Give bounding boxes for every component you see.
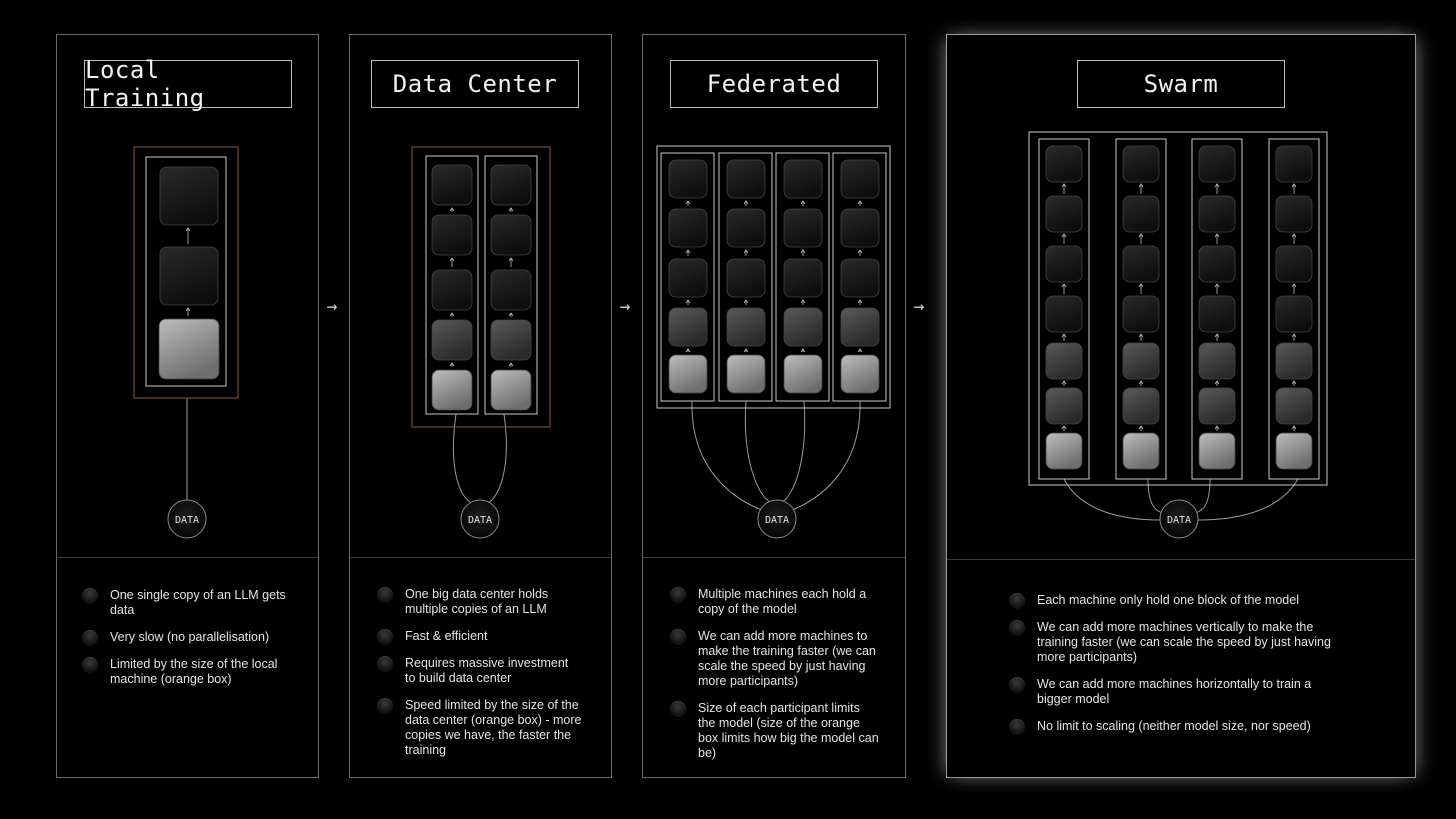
bullet-item: Limited by the size of the local machine… [82, 657, 297, 687]
bullet-icon [82, 657, 98, 673]
bullet-item: Requires massive investment to build dat… [377, 656, 582, 686]
bullet-item: Very slow (no parallelisation) [82, 630, 297, 646]
bullet-list-federated: Multiple machines each hold a copy of th… [670, 587, 880, 773]
bullet-icon [1009, 719, 1025, 735]
panel-divider [947, 559, 1415, 560]
bullet-list-local-training: One single copy of an LLM gets data Very… [82, 588, 297, 699]
bullet-icon [1009, 593, 1025, 609]
bullet-item: Multiple machines each hold a copy of th… [670, 587, 880, 617]
panel-title-data-center: Data Center [371, 60, 579, 108]
bullet-item: No limit to scaling (neither model size,… [1009, 719, 1339, 735]
panel-federated: Federated Multiple machines each hold a … [642, 34, 906, 778]
bullet-item: One big data center holds multiple copie… [377, 587, 582, 617]
bullet-icon [1009, 620, 1025, 636]
bullet-item: One single copy of an LLM gets data [82, 588, 297, 618]
bullet-icon [670, 587, 686, 603]
panel-divider [57, 557, 318, 558]
panel-title-federated: Federated [670, 60, 878, 108]
bullet-item: Size of each participant limits the mode… [670, 701, 880, 761]
bullet-list-data-center: One big data center holds multiple copie… [377, 587, 582, 770]
bullet-icon [377, 587, 393, 603]
bullet-icon [377, 629, 393, 645]
bullet-icon [670, 629, 686, 645]
bullet-icon [82, 630, 98, 646]
bullet-item: Fast & efficient [377, 629, 582, 645]
bullet-item: We can add more machines horizontally to… [1009, 677, 1339, 707]
panel-swarm: Swarm Each machine only hold one block o… [946, 34, 1416, 778]
panel-title-swarm: Swarm [1077, 60, 1285, 108]
bullet-item: Speed limited by the size of the data ce… [377, 698, 582, 758]
bullet-item: We can add more machines to make the tra… [670, 629, 880, 689]
bullet-icon [1009, 677, 1025, 693]
bullet-icon [82, 588, 98, 604]
bullet-list-swarm: Each machine only hold one block of the … [1009, 593, 1339, 746]
panel-divider [643, 557, 905, 558]
right-arrow-icon: → [620, 296, 631, 317]
bullet-icon [670, 701, 686, 717]
panel-local-training: Local Training One single copy of an LLM… [56, 34, 319, 778]
bullet-item: We can add more machines vertically to m… [1009, 620, 1339, 665]
right-arrow-icon: → [914, 296, 925, 317]
bullet-item: Each machine only hold one block of the … [1009, 593, 1339, 609]
right-arrow-icon: → [327, 296, 338, 317]
panel-data-center: Data Center One big data center holds mu… [349, 34, 612, 778]
bullet-icon [377, 656, 393, 672]
panel-title-local-training: Local Training [84, 56, 292, 112]
bullet-icon [377, 698, 393, 714]
panel-divider [350, 557, 611, 558]
